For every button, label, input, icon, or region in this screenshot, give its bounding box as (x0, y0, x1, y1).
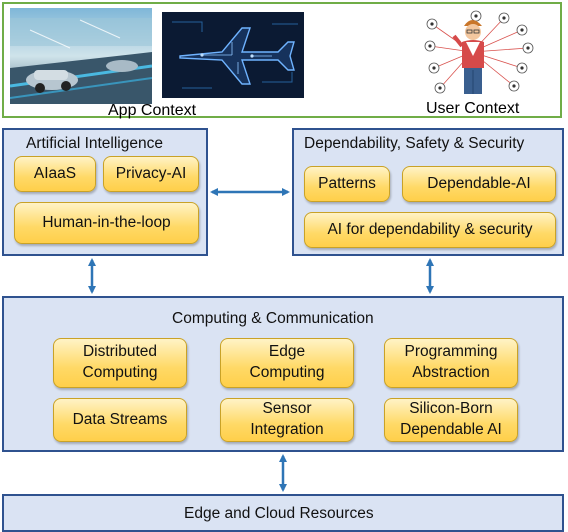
user-context-illustration (424, 10, 534, 94)
distributed-computing-chip: Distributed Computing (53, 338, 187, 388)
programming-abstraction-label: Programming Abstraction (404, 343, 498, 381)
human-in-the-loop-chip: Human-in-the-loop (14, 202, 199, 244)
silicon-born-chip: Silicon-Born Dependable AI (384, 398, 518, 442)
car-road-image (10, 8, 152, 104)
ai-for-dependability-chip: AI for dependability & security (304, 212, 556, 248)
context-frame: App Context User Context (2, 2, 562, 119)
aiaas-chip: AIaaS (14, 156, 96, 192)
cc-panel: Computing & Communication Distributed Co… (2, 296, 564, 452)
distributed-computing-label: Distributed Computing (82, 343, 158, 381)
dss-panel: Dependability, Safety & Security Pattern… (292, 128, 564, 256)
edge-computing-chip: Edge Computing (220, 338, 354, 388)
data-streams-chip: Data Streams (53, 398, 187, 442)
sensor-integration-label: Sensor Integration (250, 400, 324, 438)
privacy-ai-chip: Privacy-AI (103, 156, 199, 192)
ai-panel: Artificial Intelligence AIaaS Privacy-AI… (2, 128, 208, 256)
patterns-label: Patterns (318, 174, 376, 192)
privacy-ai-label: Privacy-AI (115, 164, 187, 182)
ai-for-dependability-label: AI for dependability & security (327, 220, 533, 238)
dependable-ai-label: Dependable-AI (427, 174, 531, 192)
edge-computing-label: Edge Computing (249, 343, 325, 381)
cc-panel-title: Computing & Communication (172, 310, 374, 327)
silicon-born-label: Silicon-Born Dependable AI (400, 400, 502, 438)
programming-abstraction-chip: Programming Abstraction (384, 338, 518, 388)
data-streams-label: Data Streams (72, 410, 168, 428)
airplane-circuit-image (162, 12, 304, 98)
patterns-chip: Patterns (304, 166, 390, 202)
app-context-label: App Context (108, 102, 197, 119)
user-context-label: User Context (426, 100, 520, 117)
sensor-integration-chip: Sensor Integration (220, 398, 354, 442)
ai-panel-title: Artificial Intelligence (26, 135, 163, 152)
human-in-the-loop-label: Human-in-the-loop (42, 213, 171, 231)
dss-panel-title: Dependability, Safety & Security (304, 135, 525, 152)
dependable-ai-chip: Dependable-AI (402, 166, 556, 202)
edge-cloud-title: Edge and Cloud Resources (184, 505, 374, 522)
aiaas-label: AIaaS (33, 164, 77, 182)
